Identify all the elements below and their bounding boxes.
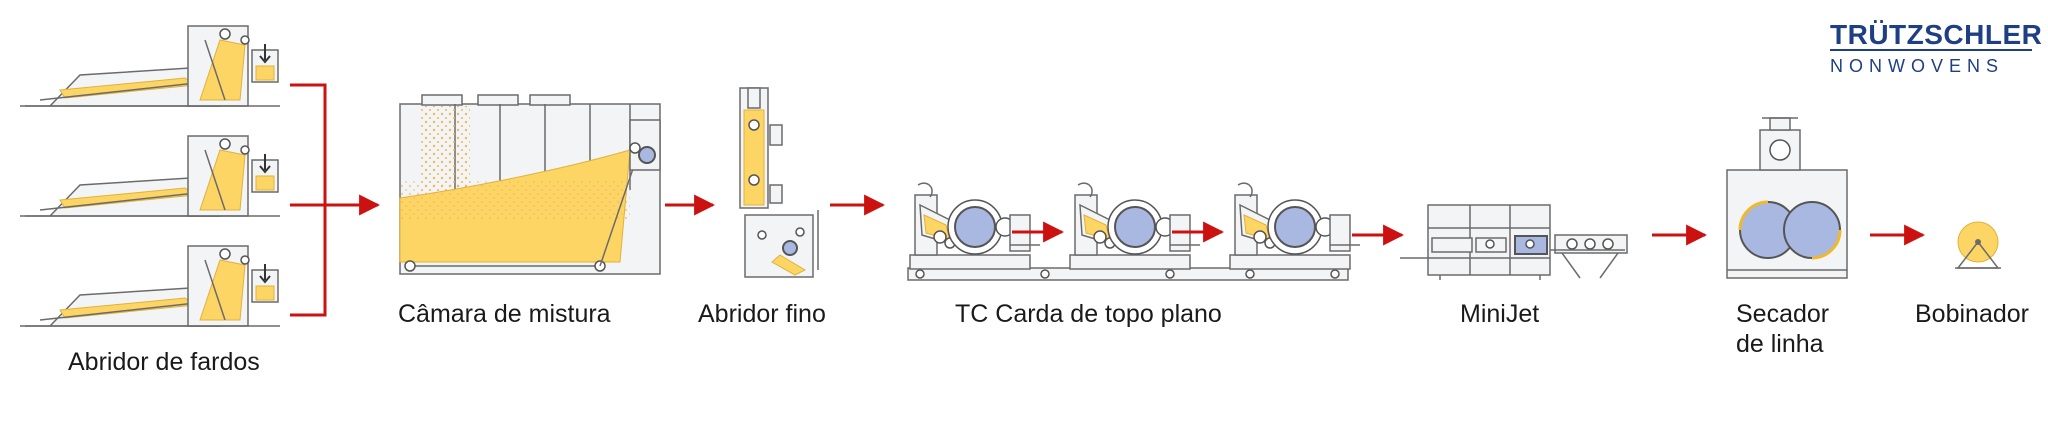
bale-opener-2 [19,135,281,217]
carding-line [907,267,1349,281]
label-dryer-line1: Secador [1736,300,1829,328]
label-minijet: MiniJet [1460,300,1539,328]
label-winder: Bobinador [1915,300,2029,328]
card-arrows [1012,221,1405,246]
bale-opener-3 [19,245,281,327]
card-3 [1229,182,1361,270]
brand-division: NONWOVENS [1830,56,2004,76]
label-bale-opener: Abridor de fardos [68,348,260,376]
label-fine-opener: Abridor fino [698,300,826,328]
minijet [1400,204,1628,280]
mixing-chamber [399,94,661,275]
label-dryer-line2: de linha [1736,330,1824,358]
winder [1955,221,2001,269]
card-2 [1069,182,1201,270]
through-air-dryer [1726,117,1848,279]
label-mixing-chamber: Câmara de mistura [398,300,611,328]
card-1 [909,182,1041,270]
bale-opener-1 [19,25,281,107]
bale-collector-arrows [290,83,381,317]
brand-name: TRÜTZSCHLER [1830,19,2042,50]
label-carding: TC Carda de topo plano [955,300,1222,328]
trutzschler-logo: TRÜTZSCHLER NONWOVENS [1830,19,2042,76]
fine-opener [739,87,819,278]
